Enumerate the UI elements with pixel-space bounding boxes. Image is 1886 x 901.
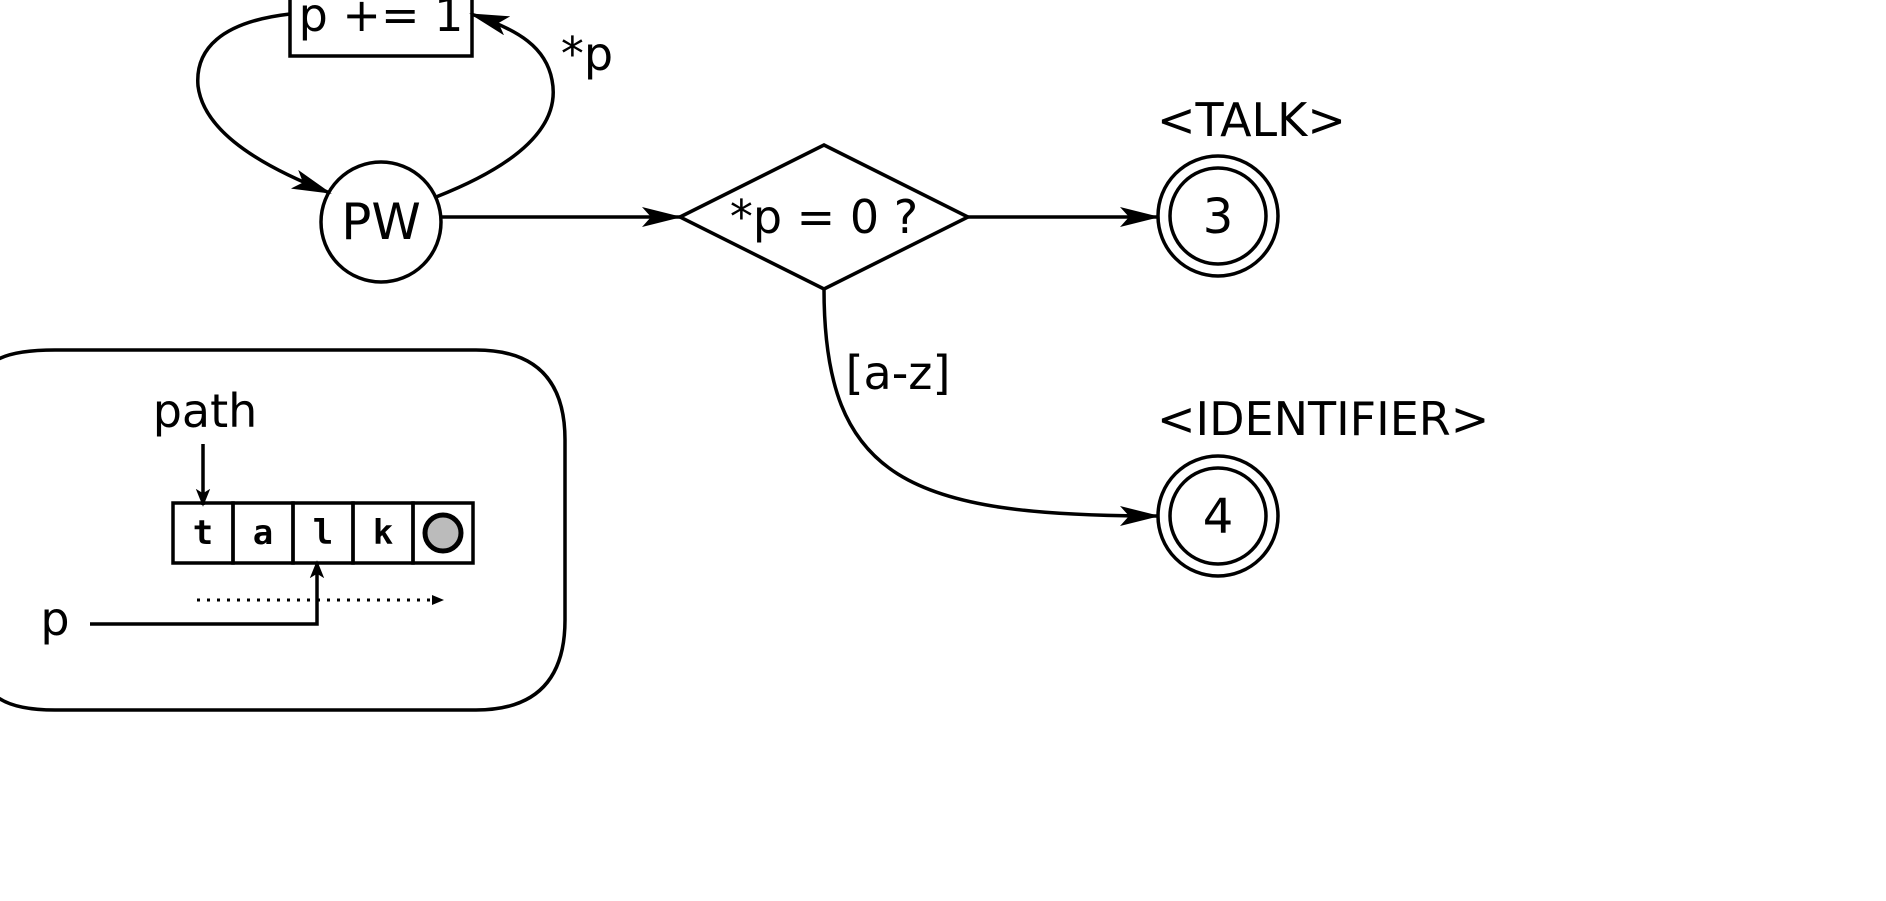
increment-box-label: p += 1 xyxy=(299,0,464,42)
increment-box: p += 1 xyxy=(288,0,474,58)
state-identifier-token: <IDENTIFIER> xyxy=(1157,392,1489,446)
state-talk-token: <TALK> xyxy=(1157,93,1346,147)
decision-label: *p = 0 ? xyxy=(730,190,918,244)
string-cells: t a l k xyxy=(171,501,475,565)
state-pw: PW xyxy=(319,160,443,284)
state-identifier-number: 4 xyxy=(1203,489,1234,545)
string-cell: a xyxy=(253,513,273,553)
null-terminator-icon xyxy=(422,512,464,554)
branch-edge-label: [a-z] xyxy=(846,346,951,400)
cursor-label: p xyxy=(40,592,69,646)
loop-edge-to-box xyxy=(435,12,555,199)
state-talk: <TALK> 3 xyxy=(1156,93,1346,278)
decision-node: *p = 0 ? xyxy=(676,143,972,291)
state-pw-label: PW xyxy=(341,193,421,251)
loop-edge-to-pw xyxy=(196,12,332,195)
string-memory-inset: path t a l k p xyxy=(0,348,567,712)
string-cell: t xyxy=(193,513,213,553)
loop-edge-label: *p xyxy=(561,27,613,81)
string-cell: k xyxy=(373,513,393,553)
state-identifier: <IDENTIFIER> 4 xyxy=(1156,392,1489,578)
state-talk-number: 3 xyxy=(1203,189,1234,245)
cursor-pointer-arrow xyxy=(90,560,325,626)
edge-decision-to-identifier xyxy=(822,288,1160,526)
path-pointer-label: path xyxy=(153,384,258,438)
string-cell: l xyxy=(313,513,333,553)
